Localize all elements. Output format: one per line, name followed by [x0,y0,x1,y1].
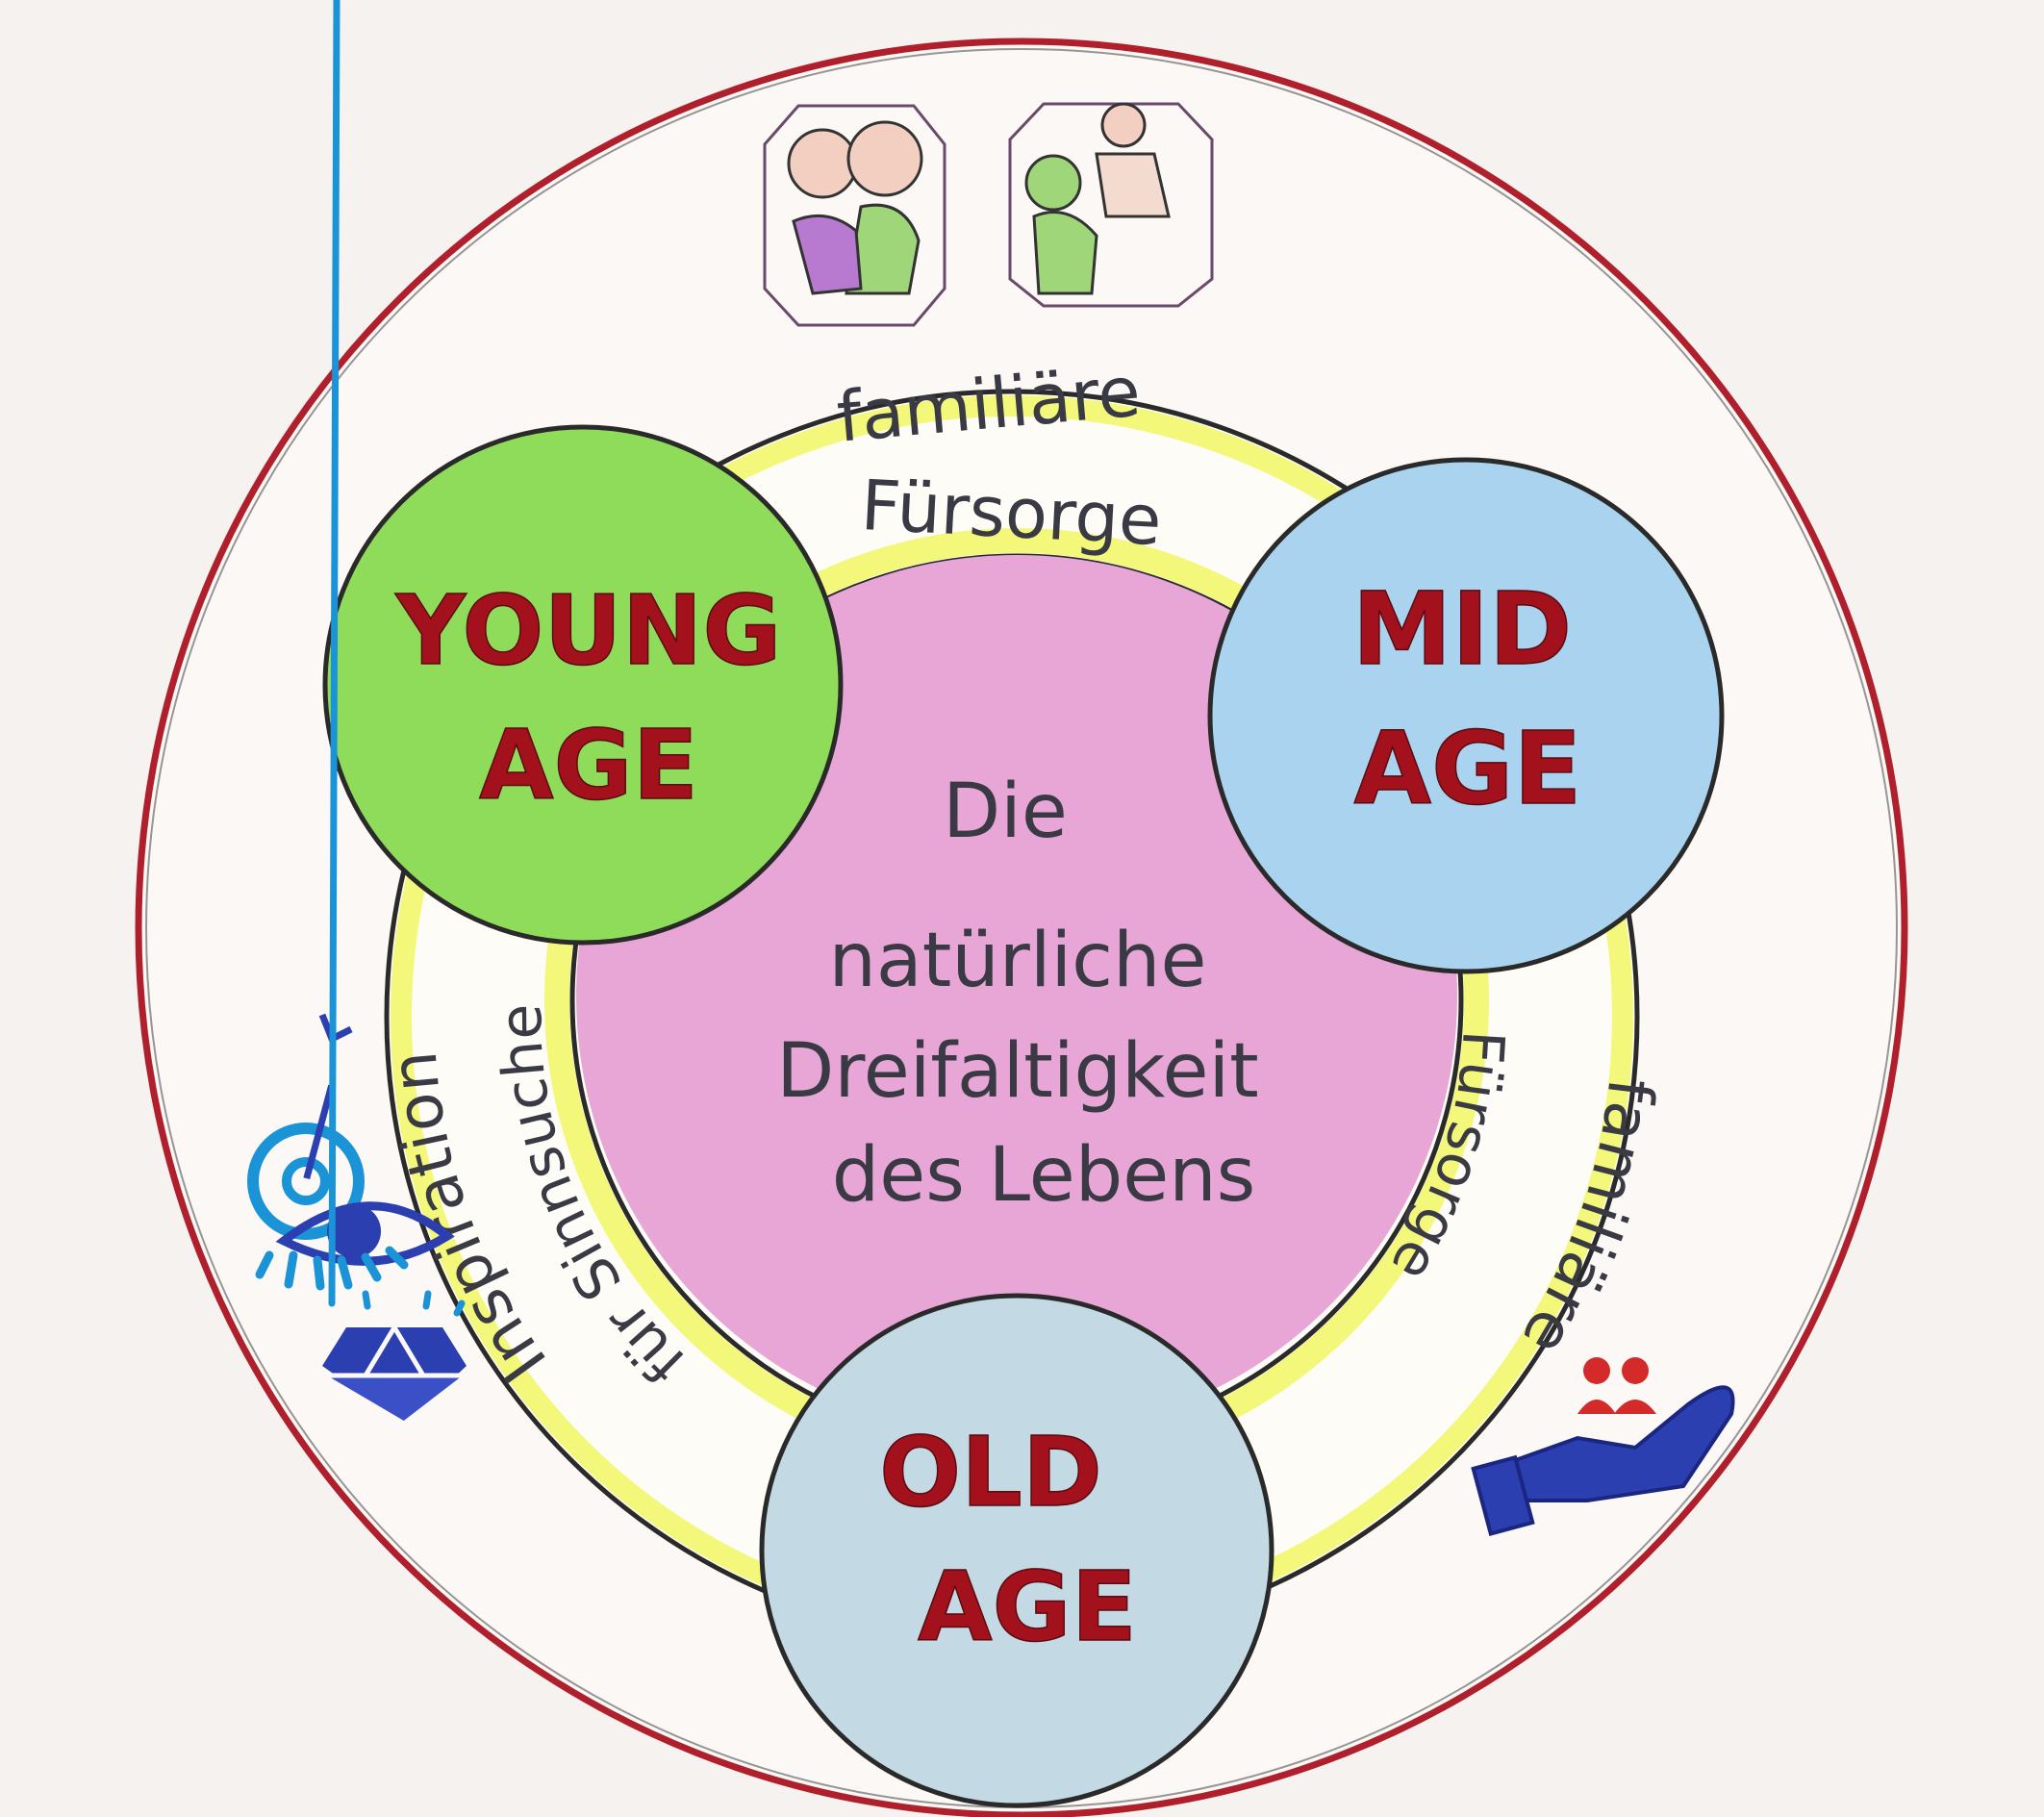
center-line2: natürliche [829,918,1207,1004]
parent-child-icon [1008,102,1214,308]
young-age-line2: AGE [479,709,698,821]
old-age-line1: OLD [879,1416,1102,1528]
center-line4: des Lebens [832,1132,1256,1219]
center-line1: Die [943,769,1068,855]
young-age-line1: YOUNG [395,574,782,687]
mid-age-line1: MID [1352,570,1573,688]
young-age-circle: YOUNG AGE [322,424,844,946]
family-hug-icon [763,104,946,327]
target-icon [247,1013,365,1240]
caring-hand-icon [1471,1357,1735,1536]
old-age-circle: OLD AGE [759,1293,1274,1808]
mid-age-circle: MID AGE [1207,457,1725,974]
diamond-icon [313,0,474,1427]
top-label-line2: Fürsorge [859,465,1164,561]
center-line3: Dreifaltigkeit [776,1028,1258,1115]
mid-age-line2: AGE [1354,710,1582,827]
old-age-line2: AGE [918,1551,1137,1663]
